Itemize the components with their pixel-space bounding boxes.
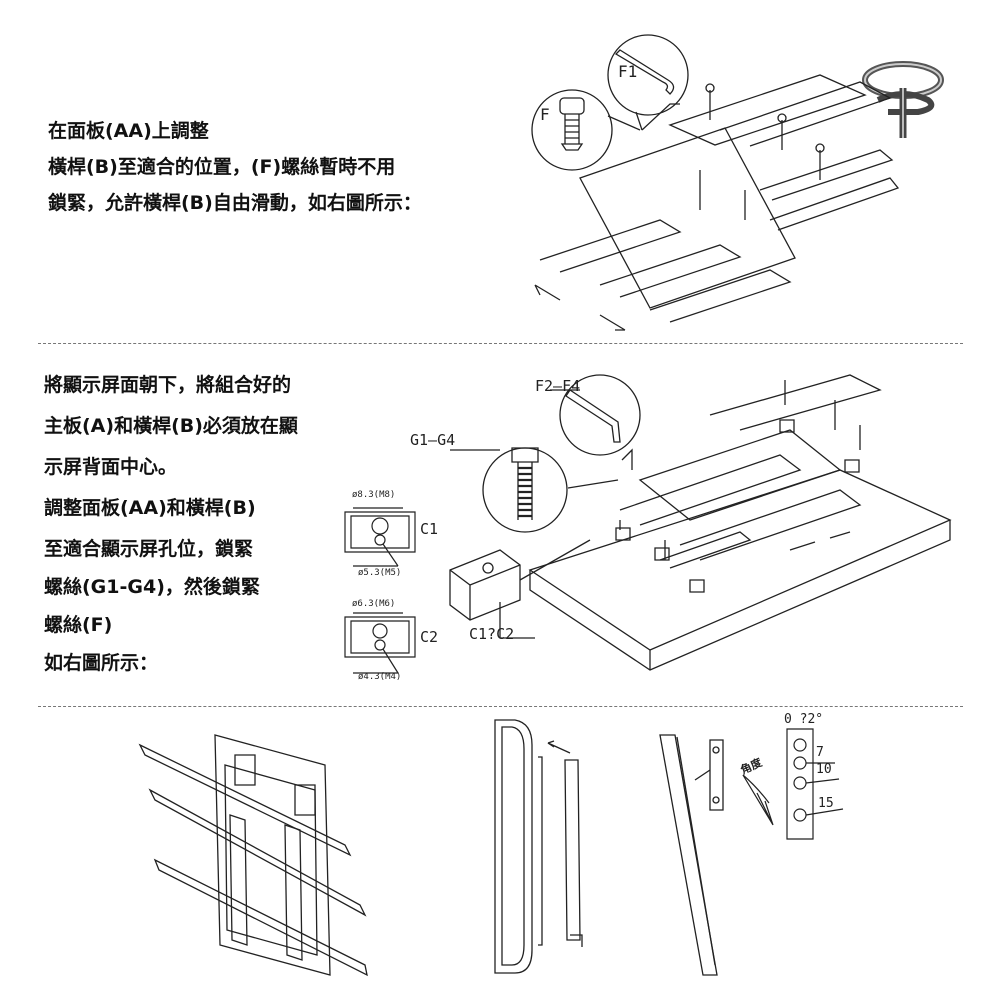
keyhole-c1-diagram bbox=[343, 500, 423, 580]
divider-1 bbox=[38, 343, 963, 344]
keyhole-c2-diagram bbox=[343, 605, 423, 685]
label-c1-c2: C1?C2 bbox=[469, 625, 515, 643]
angle-label-15: 15 bbox=[818, 796, 834, 811]
section1-line-3: 鎖緊，允許橫桿(B)自由滑動，如右圖所示： bbox=[48, 192, 422, 214]
screen-mount-assembly-diagram bbox=[440, 370, 960, 680]
label-f: F bbox=[540, 105, 550, 124]
section2-line-2: 主板(A)和橫桿(B)必須放在顯 bbox=[44, 415, 298, 437]
tilt-angle-diagram bbox=[735, 715, 855, 845]
c1-top-dim: ø8.3(M8) bbox=[352, 490, 396, 500]
section2-line-4: 調整面板(AA)和橫桿(B) bbox=[44, 497, 256, 519]
c1-label: C1 bbox=[420, 520, 439, 538]
divider-2 bbox=[38, 706, 963, 707]
mount-side-view-diagram bbox=[490, 715, 600, 980]
section2-line-8: 如右圖所示： bbox=[44, 652, 159, 674]
section1-line-1: 在面板(AA)上調整 bbox=[48, 120, 209, 142]
mount-plate-adjust-diagram bbox=[520, 20, 900, 330]
section2-line-3: 示屏背面中心。 bbox=[44, 456, 178, 478]
c2-bottom-dim: ø4.3(M4) bbox=[358, 672, 402, 682]
sp-logo bbox=[858, 52, 948, 142]
label-f2-f4: F2—F4 bbox=[535, 377, 581, 395]
section2-line-7: 螺絲(F) bbox=[44, 614, 113, 636]
angle-label-10: 10 bbox=[816, 762, 832, 777]
section2-line-5: 至適合顯示屏孔位，鎖緊 bbox=[44, 538, 254, 560]
section2-line-1: 將顯示屏面朝下，將組合好的 bbox=[44, 374, 292, 396]
angle-label-7: 7 bbox=[816, 745, 824, 760]
c2-label: C2 bbox=[420, 628, 439, 646]
mount-tilt-view-diagram bbox=[655, 725, 740, 980]
c1-bottom-dim: ø5.3(M5) bbox=[358, 568, 402, 578]
section1-line-2: 橫桿(B)至適合的位置，(F)螺絲暫時不用 bbox=[48, 156, 396, 178]
mount-rear-view-diagram bbox=[135, 725, 375, 985]
label-f1: F1 bbox=[618, 62, 638, 81]
section2-line-6: 螺絲(G1-G4)，然後鎖緊 bbox=[44, 576, 260, 598]
c2-top-dim: ø6.3(M6) bbox=[352, 599, 396, 609]
angle-label-top: 0 ?2° bbox=[784, 712, 824, 727]
label-g1-g4: G1—G4 bbox=[410, 431, 456, 449]
